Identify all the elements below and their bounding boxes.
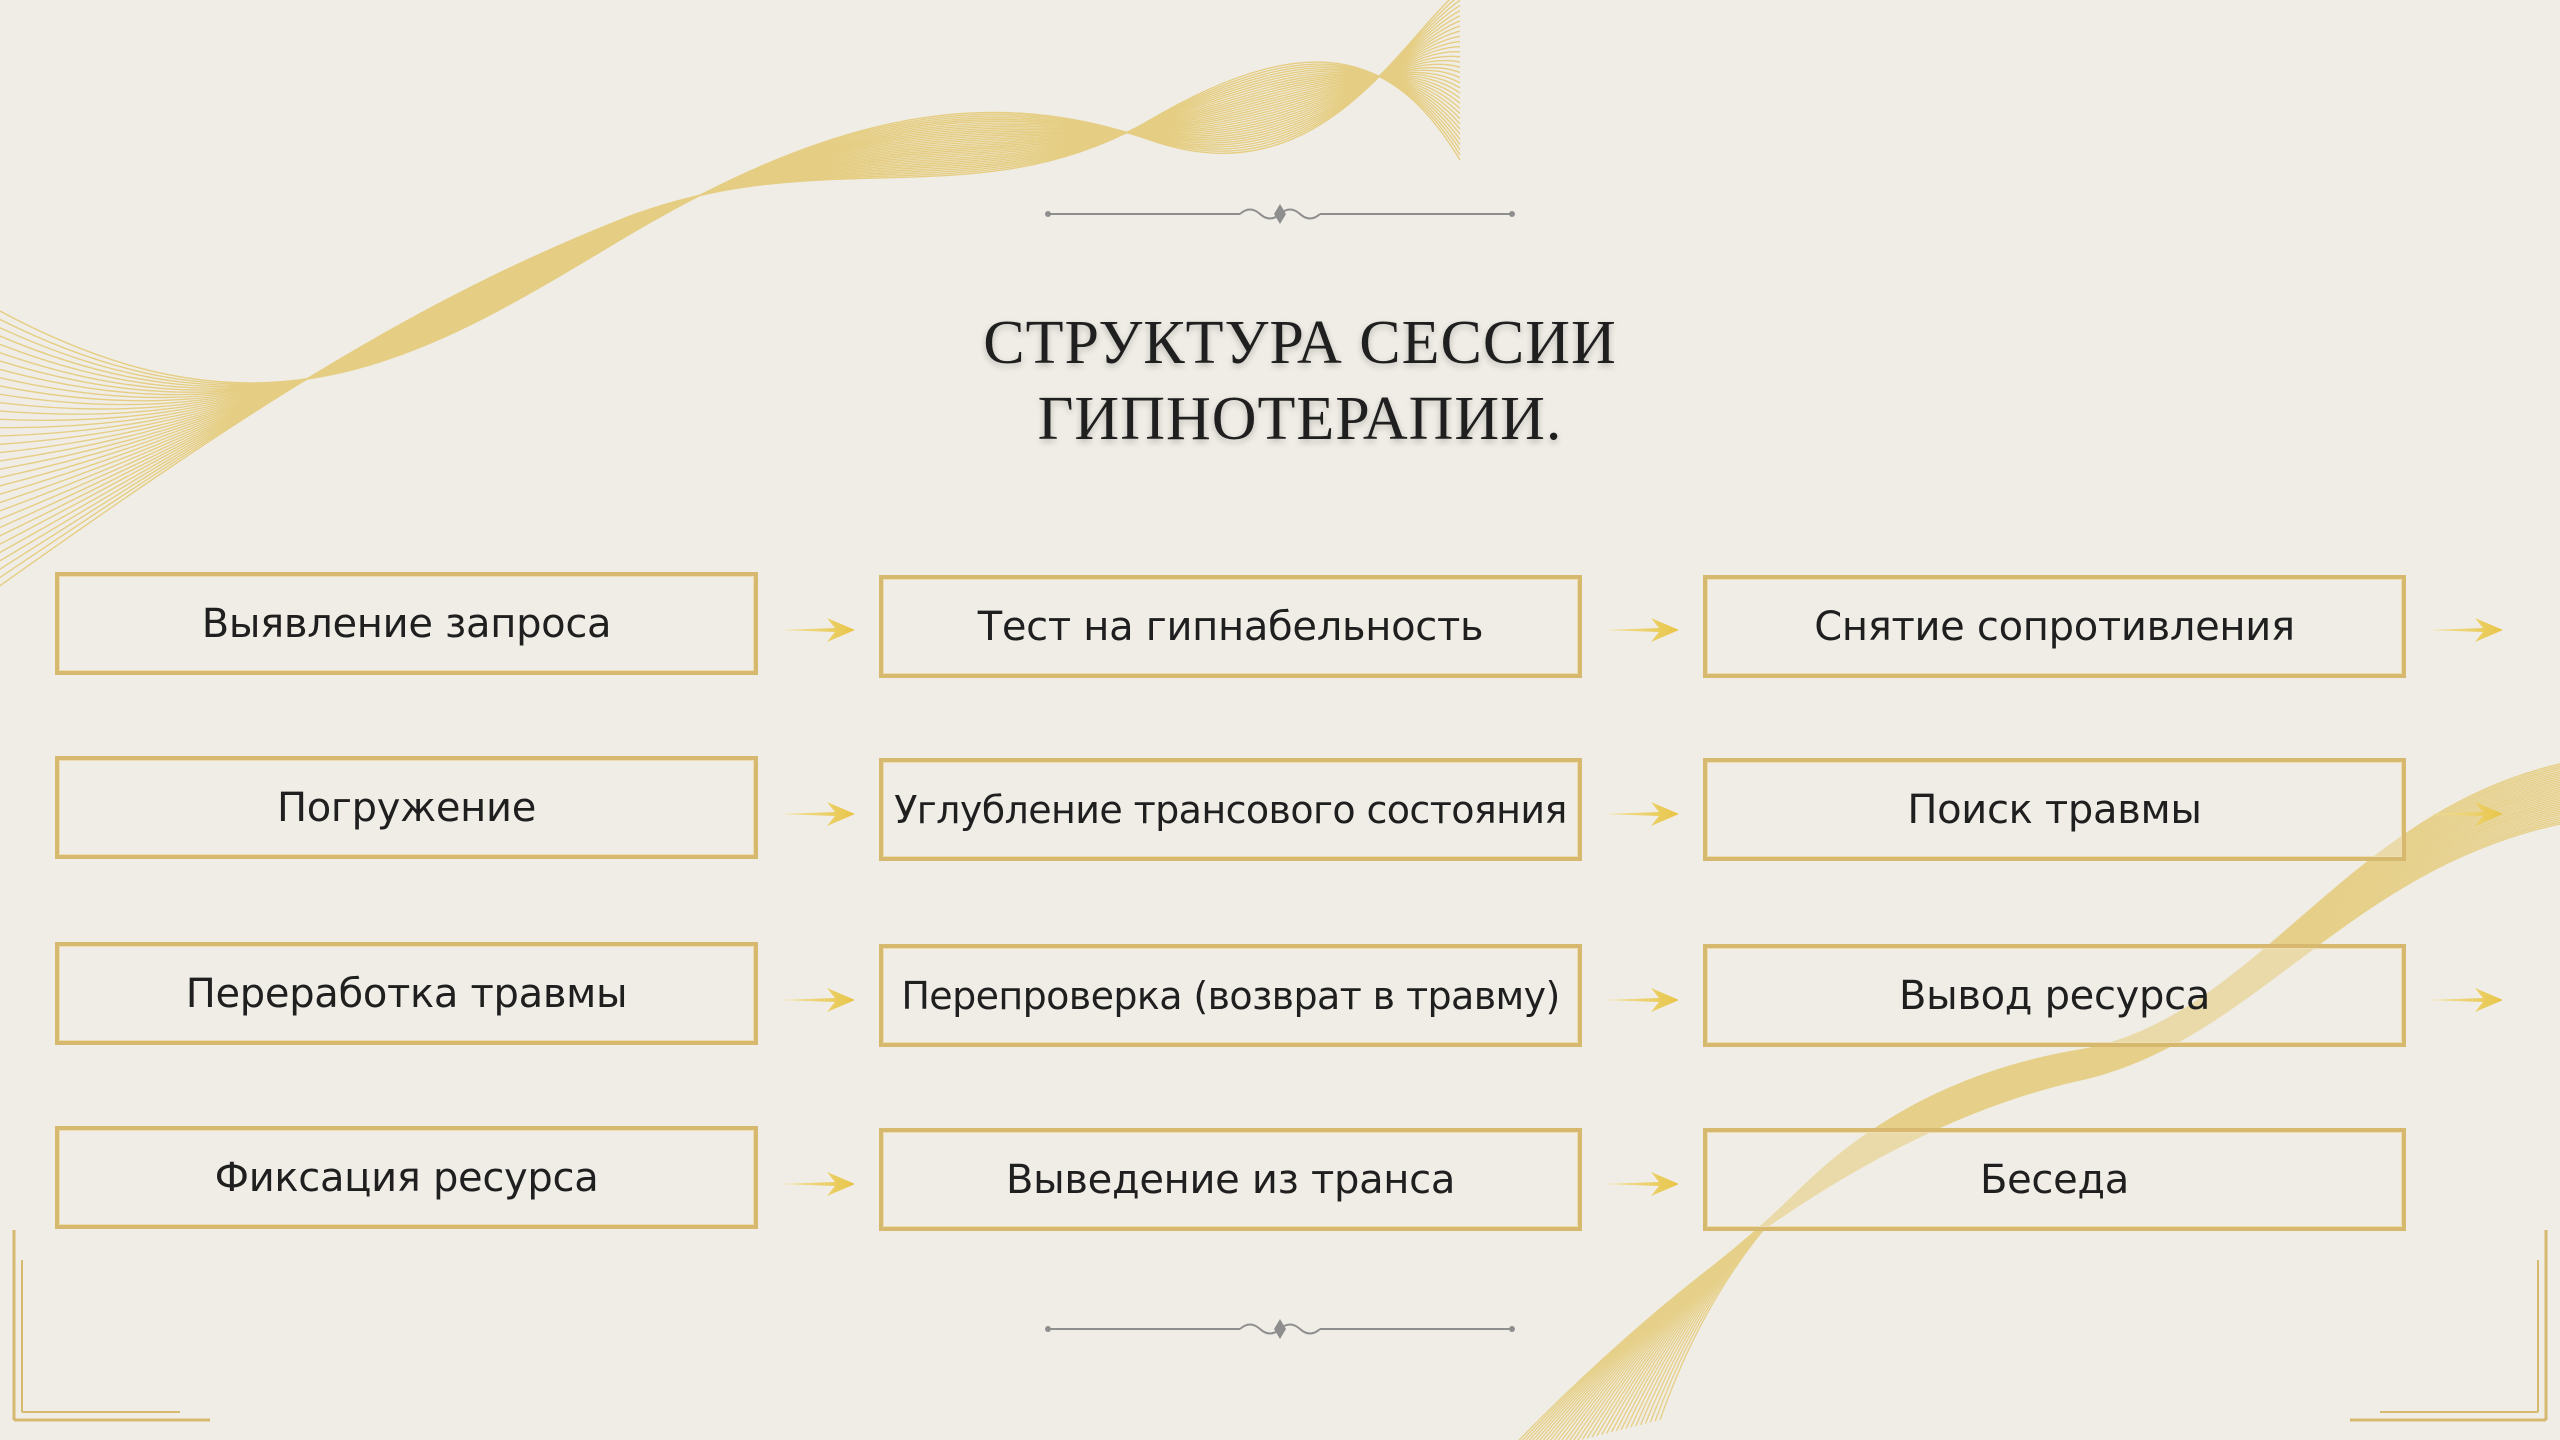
title-line-2: ГИПНОТЕРАПИИ. <box>1037 385 1563 453</box>
step-box-6: Поиск травмы <box>1703 758 2406 861</box>
step-box-12: Беседа <box>1703 1128 2406 1231</box>
step-box-8: Перепроверка (возврат в травму) <box>879 944 1582 1047</box>
step-label: Перепроверка (возврат в травму) <box>901 973 1560 1018</box>
arrow-right-icon <box>1603 988 1679 1012</box>
step-box-11: Выведение из транса <box>879 1128 1582 1231</box>
arrow-right-icon <box>1603 1172 1679 1196</box>
step-label: Фиксация ресурса <box>214 1154 599 1201</box>
step-label: Углубление трансового состояния <box>894 787 1567 832</box>
step-box-1: Выявление запроса <box>55 572 758 675</box>
arrow-right-icon <box>1603 802 1679 826</box>
arrow-right-icon <box>1603 618 1679 642</box>
arrow-right-icon <box>2427 802 2503 826</box>
step-label: Снятие сопротивления <box>1814 603 2295 650</box>
step-box-9: Вывод ресурса <box>1703 944 2406 1047</box>
corner-frame-bottom-left <box>12 1230 210 1422</box>
ornamental-divider-icon <box>1045 204 1515 224</box>
step-label: Поиск травмы <box>1907 786 2202 833</box>
arrow-right-icon <box>2427 988 2503 1012</box>
step-box-2: Тест на гипнабельность <box>879 575 1582 678</box>
step-box-7: Переработка травмы <box>55 942 758 1045</box>
arrow-right-icon <box>779 802 855 826</box>
step-box-3: Снятие сопротивления <box>1703 575 2406 678</box>
step-label: Выявление запроса <box>201 600 612 647</box>
step-box-10: Фиксация ресурса <box>55 1126 758 1229</box>
step-box-4: Погружение <box>55 756 758 859</box>
step-label: Вывод ресурса <box>1898 972 2211 1019</box>
step-label: Погружение <box>276 784 537 831</box>
arrow-right-icon <box>779 618 855 642</box>
step-label: Выведение из транса <box>1005 1156 1456 1203</box>
step-label: Беседа <box>1979 1156 2130 1203</box>
step-label: Переработка травмы <box>185 970 628 1017</box>
page-title: СТРУКТУРА СЕССИИ ГИПНОТЕРАПИИ. <box>680 305 1920 457</box>
arrow-right-icon <box>2427 618 2503 642</box>
title-line-1: СТРУКТУРА СЕССИИ <box>983 309 1617 377</box>
corner-frame-bottom-right <box>2350 1230 2548 1422</box>
arrow-right-icon <box>779 1172 855 1196</box>
step-box-5: Углубление трансового состояния <box>879 758 1582 861</box>
step-label: Тест на гипнабельность <box>977 603 1484 650</box>
arrow-right-icon <box>779 988 855 1012</box>
ornamental-divider-icon <box>1045 1319 1515 1339</box>
